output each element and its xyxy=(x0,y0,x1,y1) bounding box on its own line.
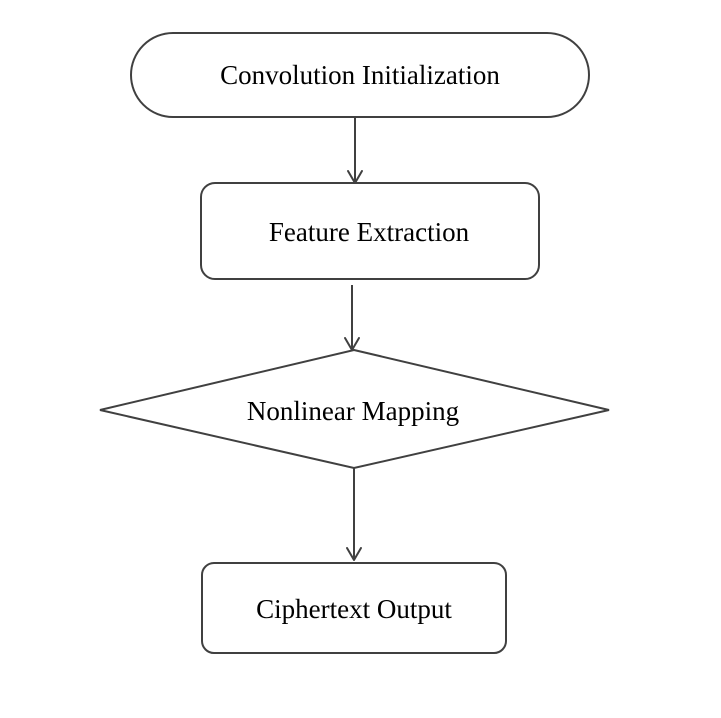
edge-feature-to-mapping xyxy=(344,285,360,351)
edge-mapping-to-output xyxy=(346,468,362,561)
node-label-mapping: Nonlinear Mapping xyxy=(247,396,459,426)
edge-start-to-feature xyxy=(347,117,363,184)
process-shape xyxy=(201,562,507,654)
node-ciphertext-output: Ciphertext Output xyxy=(201,562,507,654)
node-label-output: Ciphertext Output xyxy=(256,594,452,624)
node-label-start: Convolution Initialization xyxy=(220,60,500,90)
arrowhead-icon xyxy=(346,547,362,561)
node-label-feature: Feature Extraction xyxy=(269,217,470,247)
terminator-shape xyxy=(130,32,590,118)
process-shape xyxy=(200,182,540,280)
node-feature-extraction: Feature Extraction xyxy=(200,182,540,280)
node-convolution-initialization: Convolution Initialization xyxy=(130,32,590,118)
node-nonlinear-mapping: Nonlinear Mapping xyxy=(99,348,610,470)
